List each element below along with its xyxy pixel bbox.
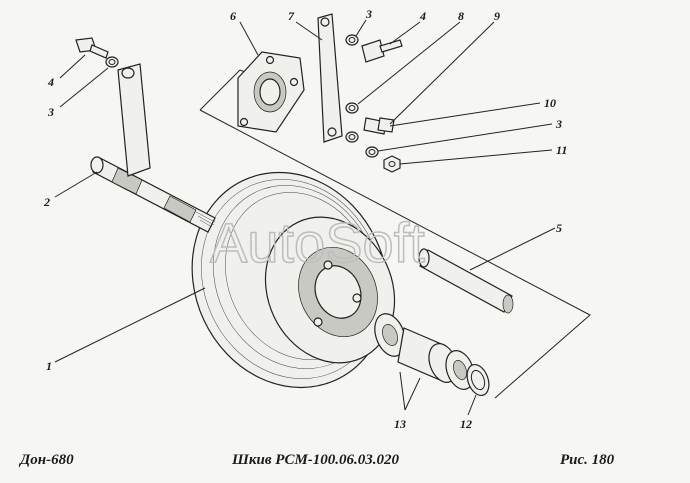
watermark: AutoSoft (210, 211, 425, 274)
callout-2: 2 (43, 195, 50, 209)
bolt-top (361, 39, 403, 63)
callout-12: 12 (460, 417, 472, 431)
flange-part (237, 51, 305, 133)
callout-4-left: 4 (47, 75, 54, 89)
axle-shaft-part (90, 156, 216, 233)
callout-5: 5 (556, 221, 562, 235)
callout-6: 6 (230, 9, 236, 23)
pulley-part (191, 171, 396, 389)
callout-3-left: 3 (47, 105, 54, 119)
washer-top (345, 34, 359, 46)
bolt-10 (363, 117, 395, 135)
nut-11 (383, 155, 401, 173)
callout-13: 13 (394, 417, 406, 431)
figure-title: Шкив РСМ-100.06.03.020 (232, 452, 400, 468)
callout-10: 10 (544, 96, 556, 110)
leader-lines (54, 19, 556, 416)
machine-model-caption: Дон-680 (20, 452, 74, 468)
callout-11: 11 (556, 143, 567, 157)
callout-3-right: 3 (555, 117, 562, 131)
bearings-part (374, 313, 475, 390)
callout-7: 7 (288, 9, 295, 23)
snap-ring-part (466, 363, 490, 397)
callout-9: 9 (494, 9, 500, 23)
right-arm-part (317, 13, 343, 143)
callout-4-top: 4 (419, 9, 426, 23)
left-arm-plate (117, 63, 151, 177)
washer-right (365, 146, 379, 158)
callout-1: 1 (46, 359, 52, 373)
washer-9 (345, 131, 359, 143)
callout-8: 8 (458, 9, 464, 23)
callout-labels: 4 3 2 1 6 7 3 4 8 9 10 3 11 5 12 13 (43, 7, 567, 431)
washer-left (105, 56, 119, 68)
washer-8 (345, 102, 359, 114)
figure-number: Рис. 180 (560, 452, 615, 468)
callout-3-top: 3 (365, 7, 372, 21)
spacer-tube-part (418, 248, 514, 314)
bolt-left (75, 37, 109, 59)
